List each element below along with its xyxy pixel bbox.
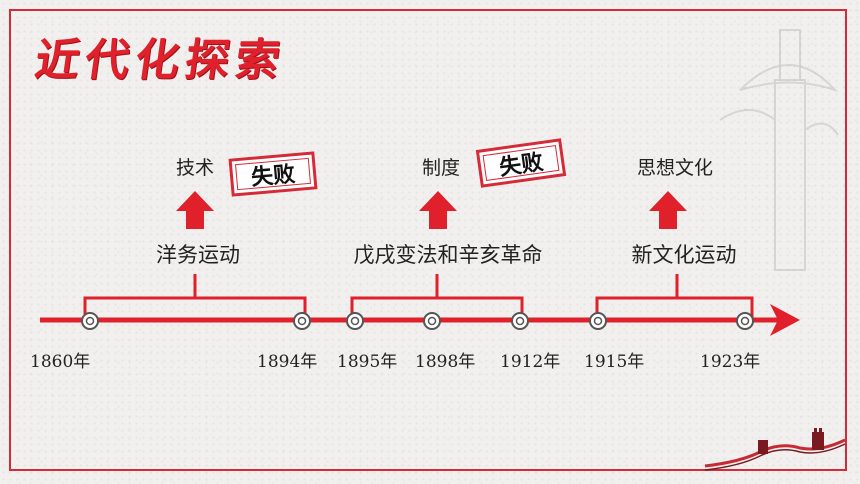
failure-stamp: 失败 — [228, 151, 318, 197]
timeline-arrowhead-icon — [770, 304, 800, 336]
movement-label-wuxu-xinhai: 戊戌变法和辛亥革命 — [353, 243, 543, 267]
great-wall-decoration-icon — [704, 428, 846, 471]
outcome-label-jishu: 技术 — [175, 157, 215, 179]
year-label: 1895年 — [337, 352, 398, 372]
up-arrow-icon — [419, 191, 457, 229]
timeline-node — [423, 312, 441, 330]
failure-stamp-text: 失败 — [250, 162, 297, 191]
outcome-label-zhidu: 制度 — [421, 157, 461, 179]
outcome-label-sixiang: 思想文化 — [636, 157, 714, 179]
year-label: 1923年 — [700, 352, 761, 372]
bracket-wuxu-xinhai — [350, 274, 524, 318]
timeline-node — [589, 312, 607, 330]
pillar-decoration-icon — [719, 29, 839, 271]
failure-stamp-text: 失败 — [497, 150, 545, 181]
year-label: 1894年 — [257, 352, 318, 372]
movement-label-yangwu: 洋务运动 — [156, 243, 240, 267]
timeline-node — [346, 312, 364, 330]
year-label: 1898年 — [415, 352, 476, 372]
movement-label-xinwenhua: 新文化运动 — [631, 243, 737, 267]
bracket-yangwu — [83, 274, 307, 318]
timeline-node — [511, 312, 529, 330]
slide-frame — [9, 9, 847, 471]
year-label: 1915年 — [584, 352, 645, 372]
year-label: 1860年 — [30, 352, 91, 372]
bracket-xinwenhua — [595, 274, 754, 318]
timeline-node — [736, 312, 754, 330]
up-arrow-icon — [649, 191, 687, 229]
up-arrow-icon — [176, 191, 214, 229]
year-label: 1912年 — [500, 352, 561, 372]
timeline-node — [293, 312, 311, 330]
timeline-node — [81, 312, 99, 330]
